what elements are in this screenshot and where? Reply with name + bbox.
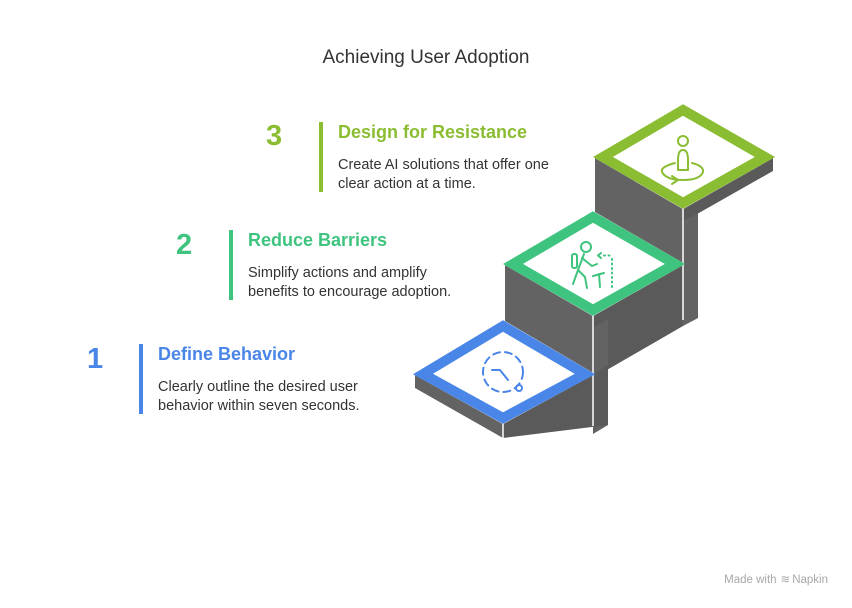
person-rotate-icon: [660, 135, 705, 185]
made-with-napkin-credit: Made with≋Napkin: [724, 572, 828, 586]
step-heading: Reduce Barriers: [248, 230, 388, 250]
step-number: 2: [176, 229, 193, 261]
step-accent-bar: [139, 344, 143, 414]
step-2-right-wall: [593, 264, 683, 378]
footer-brand: Napkin: [792, 574, 828, 586]
step-heading: Design for Resistance: [338, 122, 528, 142]
step-1-left-wall: [415, 374, 503, 438]
step-number: 3: [266, 120, 283, 152]
step-accent-bar: [319, 122, 323, 192]
page-title: Achieving User Adoption: [322, 47, 530, 68]
step-description: Simplify actions and amplify benefits to…: [248, 265, 452, 300]
step-1-platform: [412, 319, 596, 425]
step-accent-bar: [229, 230, 233, 300]
step-3-right-wall: [683, 157, 773, 222]
step-2-3-connector: [683, 213, 698, 326]
napkin-logo-icon: ≋: [780, 574, 791, 586]
step-description: Clearly outline the desired user behavio…: [158, 379, 360, 414]
step-description: Create AI solutions that offer one clear…: [338, 157, 549, 192]
dashed-clock-icon: [482, 351, 524, 393]
step-2-platform: [503, 210, 686, 317]
step-3-platform: [593, 103, 776, 210]
hiker-icon: [571, 241, 613, 290]
step-number: 1: [87, 343, 104, 375]
step-heading: Define Behavior: [158, 344, 296, 364]
footer-prefix: Made with: [724, 574, 777, 586]
step-1-right-wall: [503, 365, 608, 438]
